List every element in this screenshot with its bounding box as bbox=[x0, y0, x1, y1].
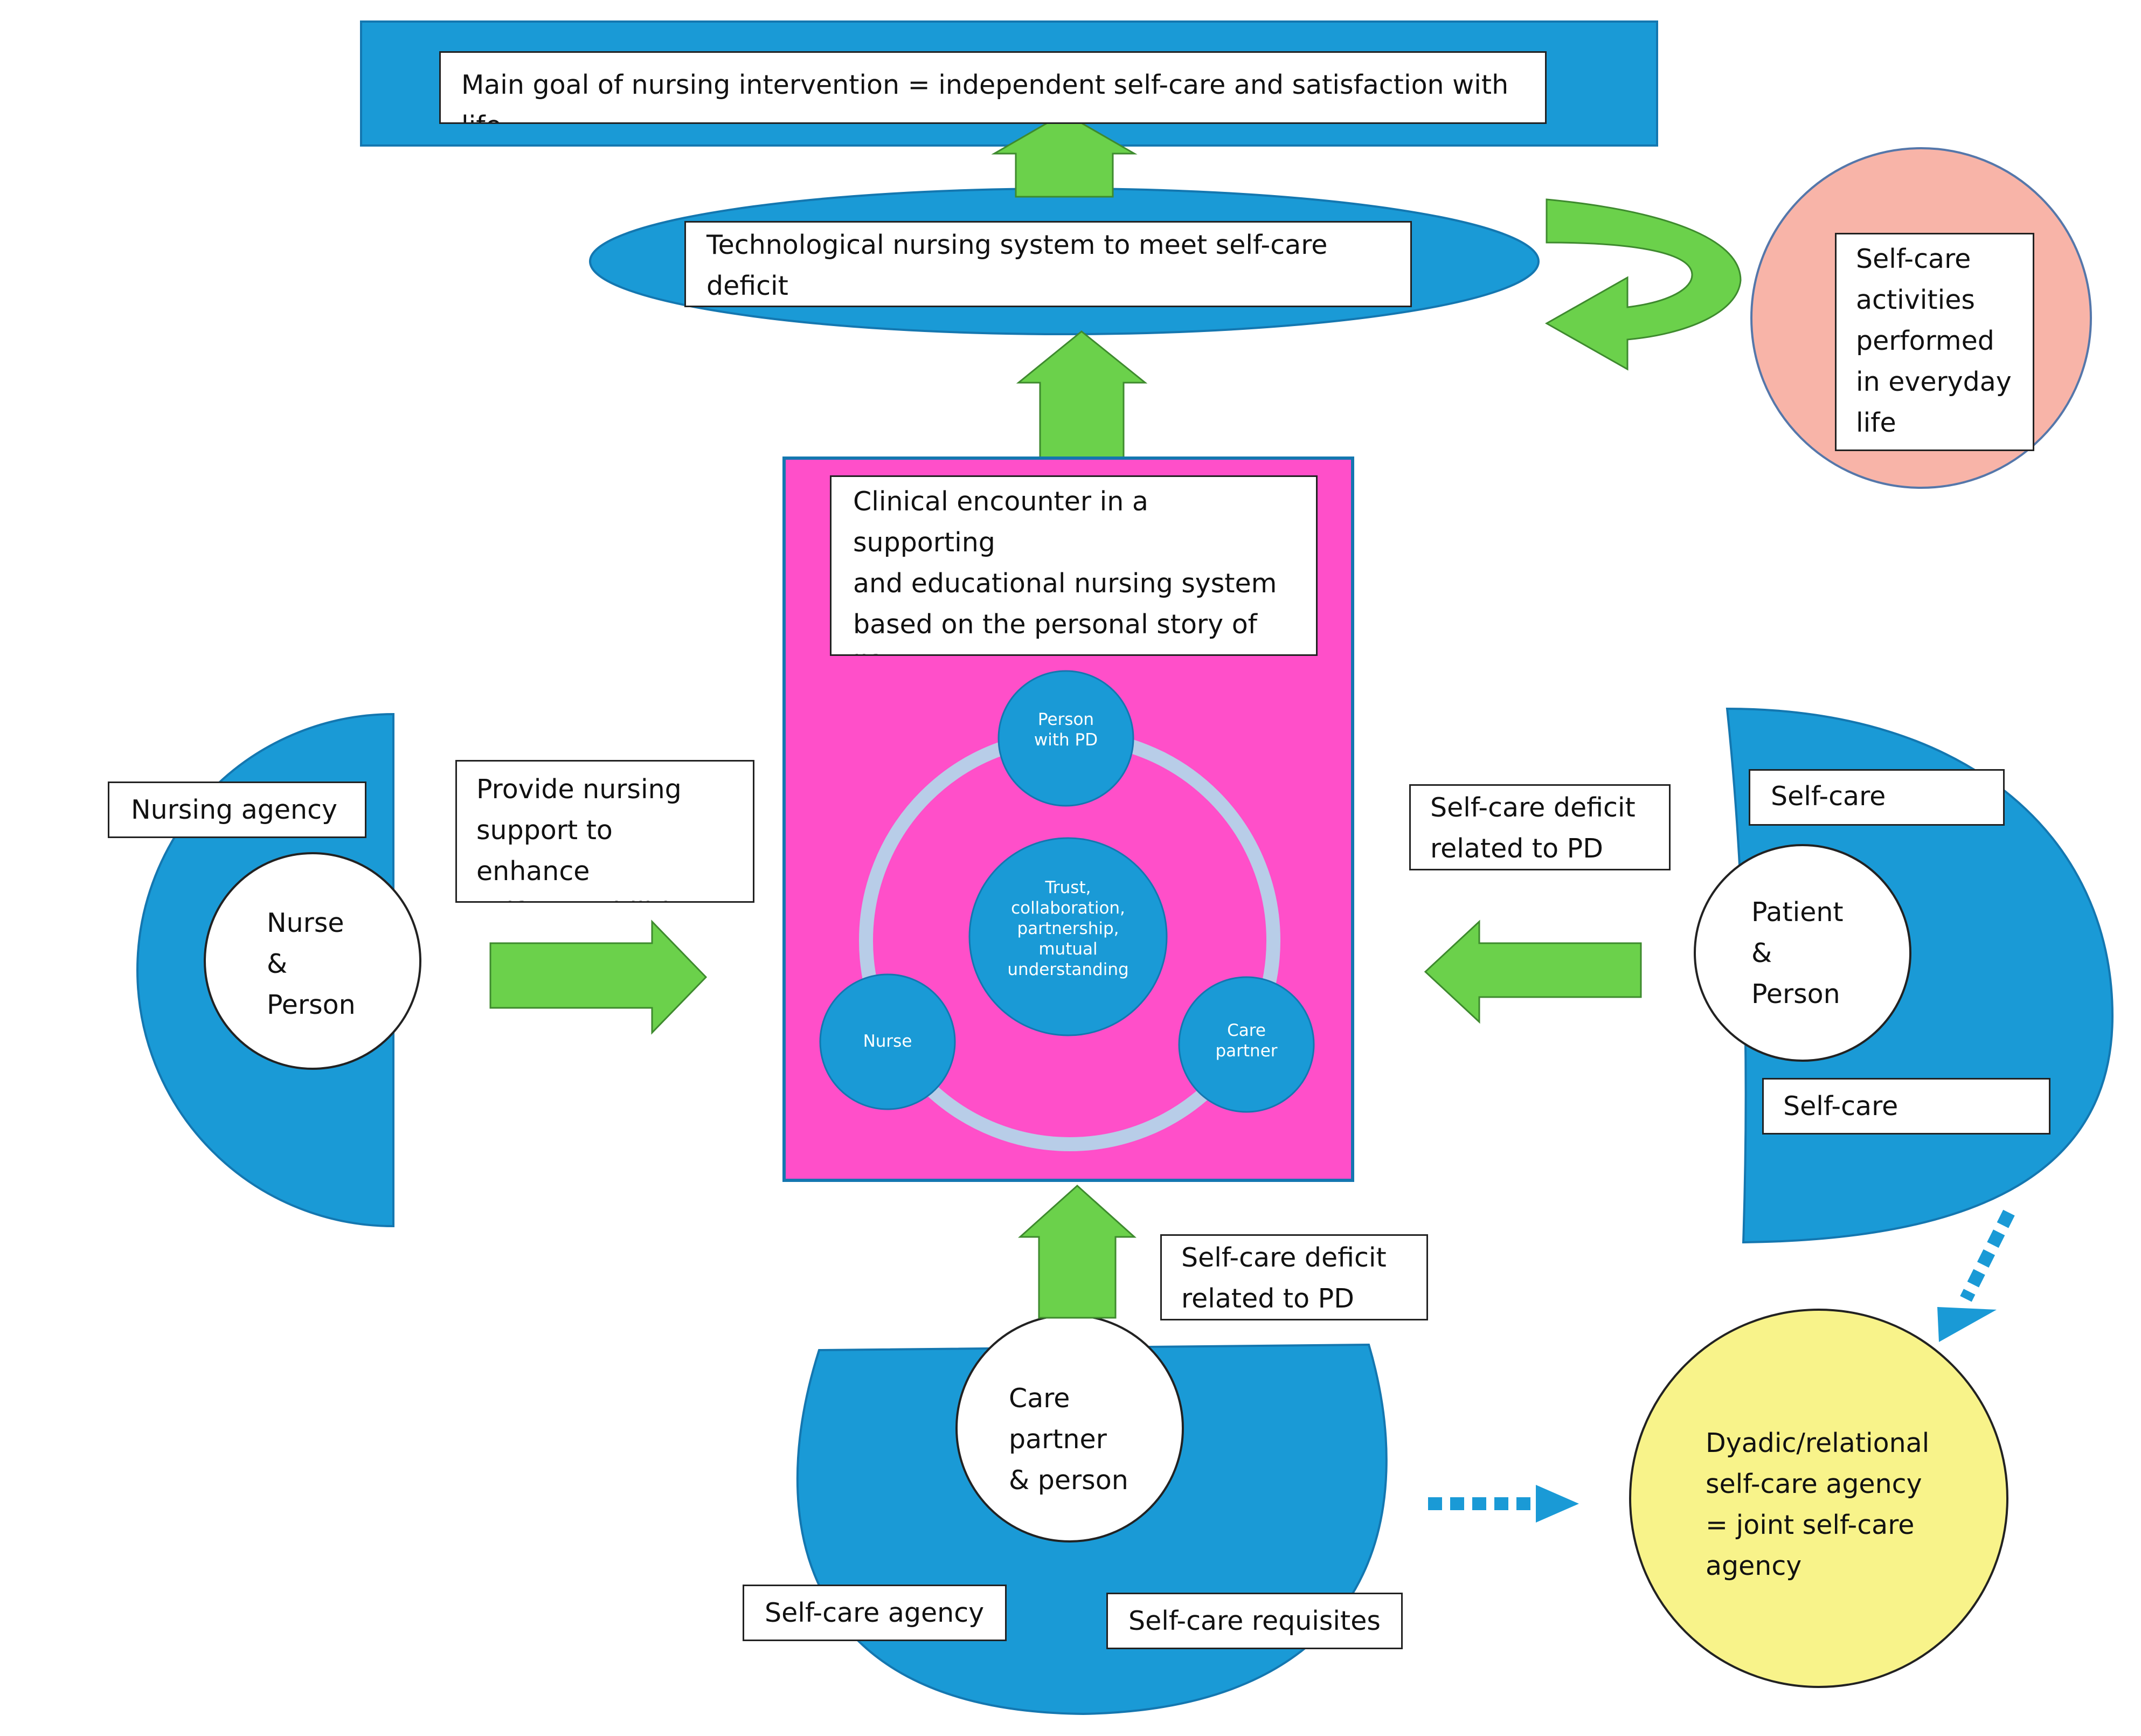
dyadic-circle bbox=[1629, 1309, 2008, 1688]
arrow-right-to-encounter bbox=[489, 919, 708, 1035]
patient-requisites-label: Self-care requisites bbox=[1762, 1078, 2050, 1135]
partner-agency-label: Self-care agency bbox=[743, 1585, 1007, 1641]
node-care-partner-label: Care partner bbox=[1215, 1021, 1278, 1061]
dotted-arrow-right-head bbox=[1536, 1485, 1579, 1523]
dyadic-label: Dyadic/relational self-care agency = joi… bbox=[1706, 1428, 1930, 1581]
nurse-person-label: Nurse & Person bbox=[267, 908, 356, 1020]
everyday-label: Self-care activities performed in everyd… bbox=[1835, 233, 2034, 451]
partner-requisites-label: Self-care requisites bbox=[1106, 1593, 1403, 1649]
feedback-curved-arrow bbox=[1544, 198, 1742, 371]
node-person-with-pd-label: Person with PD bbox=[1034, 710, 1098, 750]
dotted-arrow-down-line bbox=[1960, 1209, 2015, 1302]
provide-support-label: Provide nursing support to enhance self-… bbox=[455, 760, 754, 903]
arrow-up-to-goal bbox=[991, 112, 1138, 198]
arrow-up-to-encounter bbox=[1018, 1184, 1137, 1319]
node-person-with-pd bbox=[997, 670, 1134, 807]
patient-deficit-label: Self-care deficit related to PD bbox=[1409, 784, 1671, 870]
node-care-partner bbox=[1178, 976, 1315, 1113]
node-center-label: Trust, collaboration, partnership, mutua… bbox=[1007, 878, 1129, 979]
partner-deficit-label: Self-care deficit related to PD bbox=[1160, 1234, 1428, 1320]
node-center bbox=[968, 837, 1168, 1036]
patient-person-label: Patient & Person bbox=[1751, 897, 1844, 1009]
arrow-left-to-encounter bbox=[1424, 919, 1642, 1024]
goal-label: Main goal of nursing intervention = inde… bbox=[439, 51, 1547, 124]
technological-label: Technological nursing system to meet sel… bbox=[684, 221, 1412, 307]
encounter-label: Clinical encounter in a supporting and e… bbox=[830, 475, 1318, 656]
node-nurse-label: Nurse bbox=[863, 1032, 912, 1051]
patient-person-circle bbox=[1694, 844, 1911, 1062]
nurse-person-circle bbox=[204, 852, 421, 1070]
patient-agency-label: Self-care agency bbox=[1749, 769, 2005, 826]
dotted-arrow-down-head bbox=[1937, 1307, 1997, 1342]
partner-person-label: Care partner & person bbox=[1009, 1383, 1128, 1496]
arrow-up-to-technological bbox=[1016, 330, 1148, 465]
node-nurse bbox=[819, 973, 956, 1110]
nursing-agency-label: Nursing agency bbox=[108, 781, 366, 838]
